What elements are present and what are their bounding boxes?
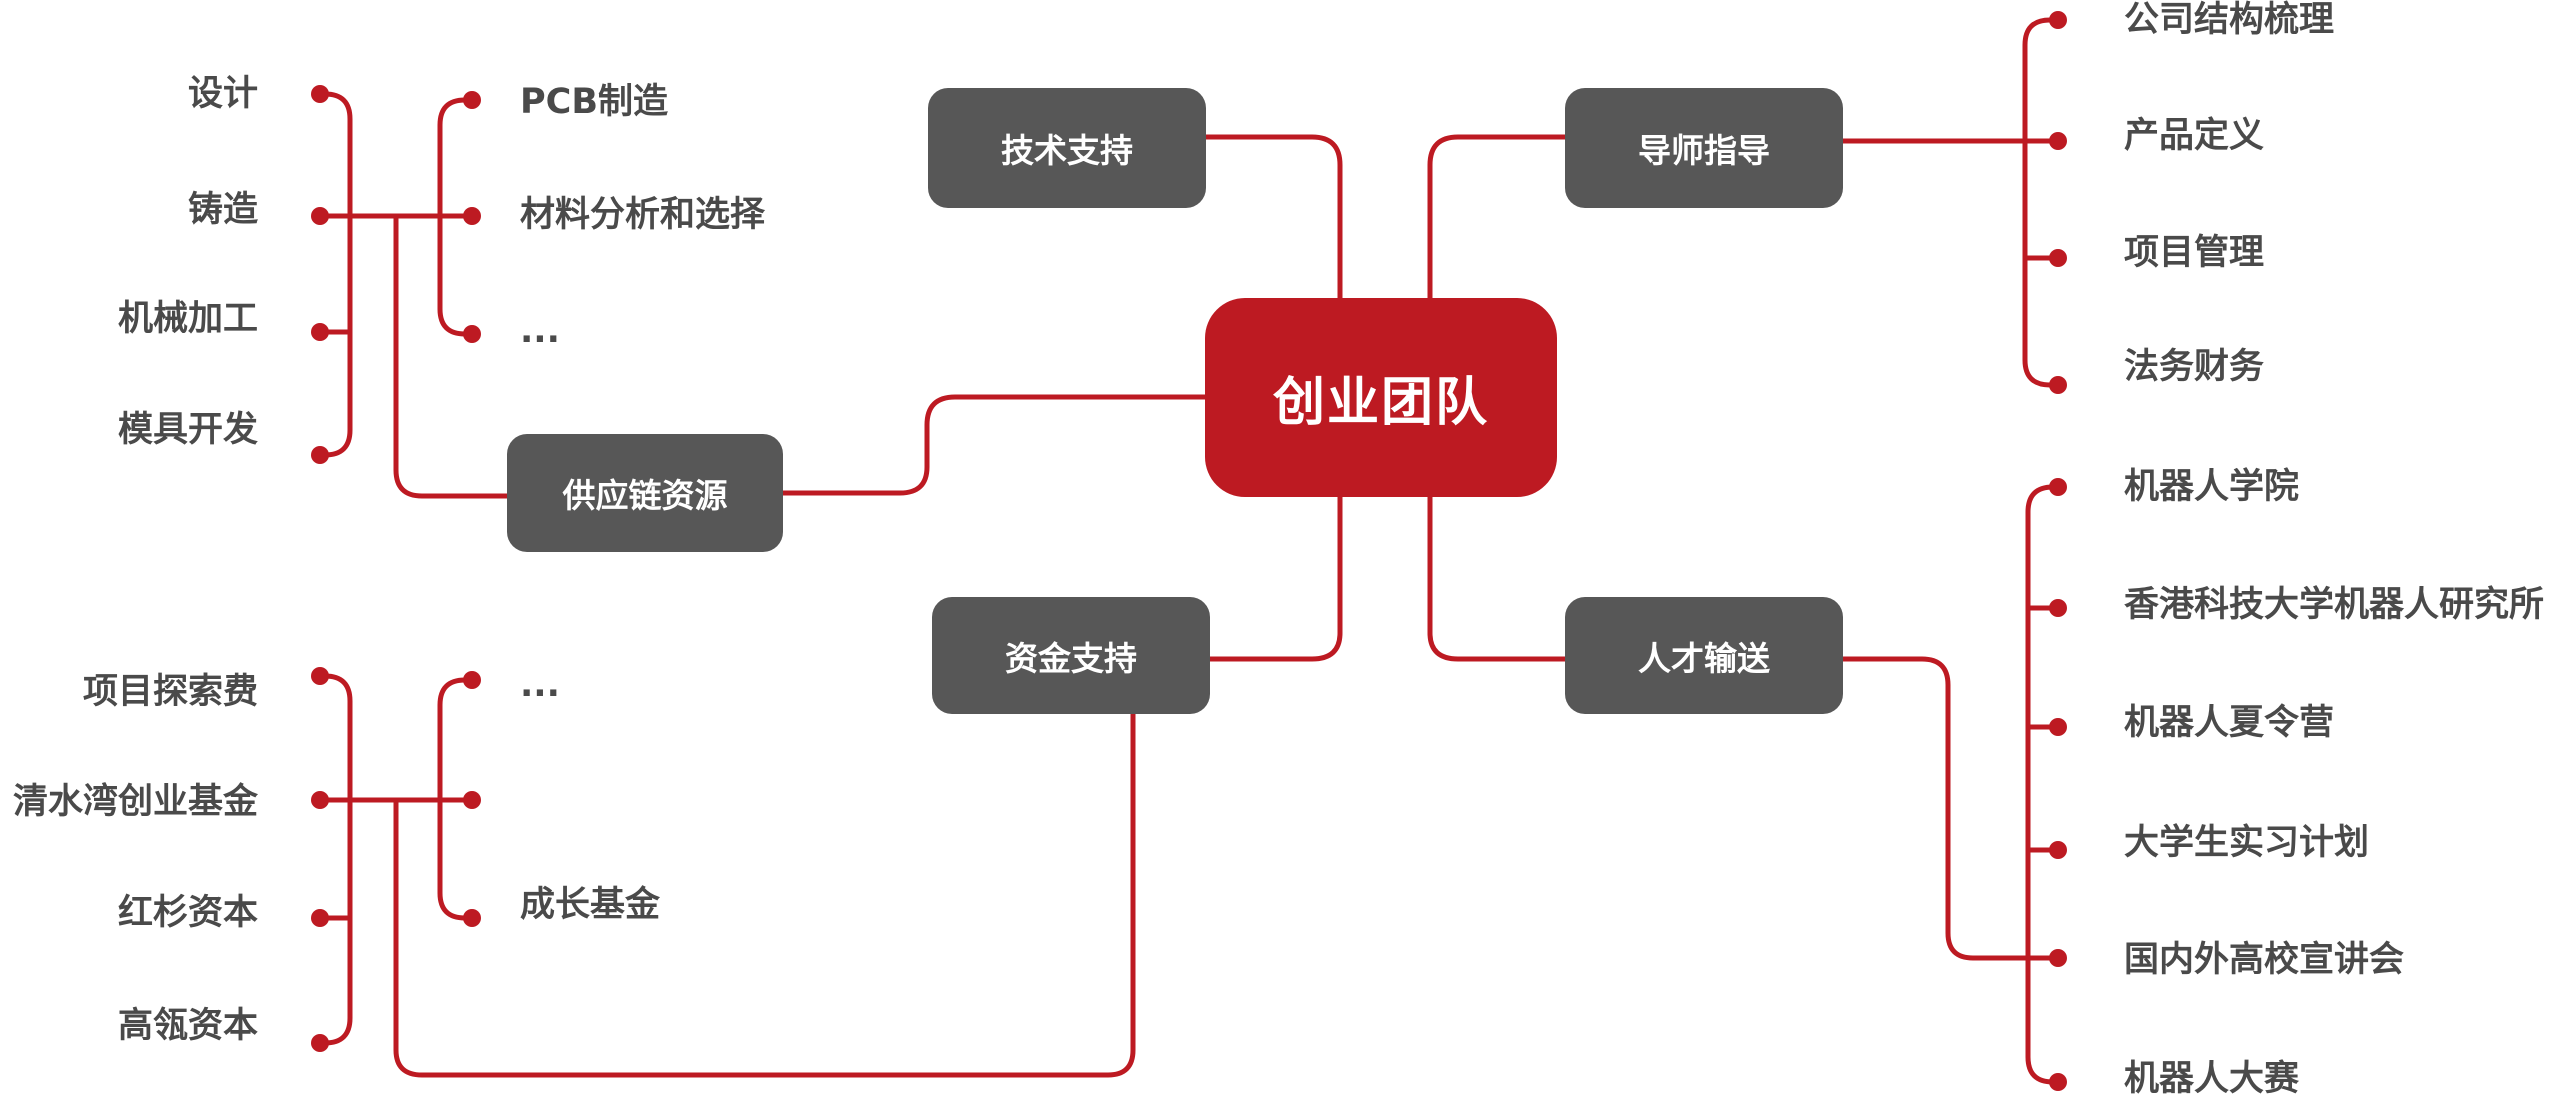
connector-center-talent: [1427, 494, 1568, 662]
bracket-supply-left: [317, 91, 353, 458]
dot-supply-left-1: [311, 85, 329, 103]
dot-mentor-2: [2049, 132, 2067, 150]
talent-item-competition: 机器人大赛: [2124, 1059, 2300, 1099]
talent-item-summer-camp: 机器人夏令营: [2124, 703, 2335, 743]
mentor-item-product: 产品定义: [2124, 116, 2265, 156]
bracket-funding-left: [317, 673, 353, 1046]
dot-supply-right-1: [463, 91, 481, 109]
mentor-item-project: 项目管理: [2124, 233, 2265, 273]
mentor-item-legal: 法务财务: [2124, 347, 2265, 387]
dot-funding-right-1: [463, 671, 481, 689]
dot-funding-left-3: [311, 909, 329, 927]
funding-item-hillhouse: 高瓴资本: [117, 1006, 258, 1046]
dot-funding-right-2: [463, 791, 481, 809]
branch-talent[interactable]: 人才输送: [1565, 597, 1843, 714]
dot-funding-left-4: [311, 1034, 329, 1052]
bracket-talent: [2025, 484, 2061, 1085]
funding-item-cwb-fund: 清水湾创业基金: [12, 782, 258, 822]
dot-supply-left-4: [311, 446, 329, 464]
dot-talent-1: [2049, 478, 2067, 496]
dot-supply-right-2: [463, 207, 481, 225]
trunk-funding-to-node: [393, 709, 1136, 1078]
funding-item-explore: 项目探索费: [82, 672, 258, 712]
dot-mentor-3: [2049, 249, 2067, 267]
talent-item-academy: 机器人学院: [2124, 467, 2300, 507]
connector-center-tech: [1202, 134, 1343, 301]
bracket-funding-right: [437, 677, 475, 921]
branch-tech[interactable]: 技术支持: [928, 88, 1206, 208]
dot-supply-left-3: [311, 323, 329, 341]
center-node[interactable]: 创业团队: [1205, 298, 1557, 497]
dot-funding-left-1: [311, 667, 329, 685]
talent-item-internship: 大学生实习计划: [2124, 823, 2370, 863]
funding-item-sequoia: 红杉资本: [117, 893, 258, 933]
dot-mentor-4: [2049, 376, 2067, 394]
talent-item-campus-talk: 国内外高校宣讲会: [2124, 940, 2405, 980]
funding-item-more: ...: [520, 665, 560, 705]
dot-funding-right-3: [463, 909, 481, 927]
supply-item-mold: 模具开发: [117, 410, 258, 450]
dot-talent-2: [2049, 599, 2067, 617]
dot-supply-right-3: [463, 325, 481, 343]
dot-talent-6: [2049, 1073, 2067, 1091]
mentor-item-structure: 公司结构梳理: [2124, 0, 2335, 40]
dot-talent-4: [2049, 841, 2067, 859]
dot-funding-left-2: [311, 791, 329, 809]
supply-item-design: 设计: [187, 74, 258, 114]
supply-item-material: 材料分析和选择: [520, 195, 766, 235]
branch-funding[interactable]: 资金支持: [932, 597, 1210, 714]
dot-supply-left-2: [311, 207, 329, 225]
supply-item-pcb: PCB制造: [520, 82, 669, 122]
bracket-mentor: [2022, 17, 2061, 388]
talent-item-hkust-institute: 香港科技大学机器人研究所: [2124, 585, 2545, 625]
dot-talent-3: [2049, 718, 2067, 736]
trunk-supply-to-node: [393, 213, 511, 499]
bracket-supply-right: [437, 97, 475, 337]
dot-talent-5: [2049, 949, 2067, 967]
connector-center-mentor: [1427, 134, 1568, 301]
supply-item-casting: 铸造: [187, 190, 258, 230]
connector-talent-list: [1839, 656, 2061, 961]
funding-item-growth: 成长基金: [520, 885, 661, 925]
connector-center-funding: [1207, 494, 1343, 662]
branch-mentor[interactable]: 导师指导: [1565, 88, 1843, 208]
connector-center-supply: [780, 394, 1208, 496]
branch-supply[interactable]: 供应链资源: [507, 434, 783, 552]
dot-mentor-1: [2049, 11, 2067, 29]
supply-item-machining: 机械加工: [117, 299, 258, 339]
supply-item-more: ...: [520, 311, 560, 351]
